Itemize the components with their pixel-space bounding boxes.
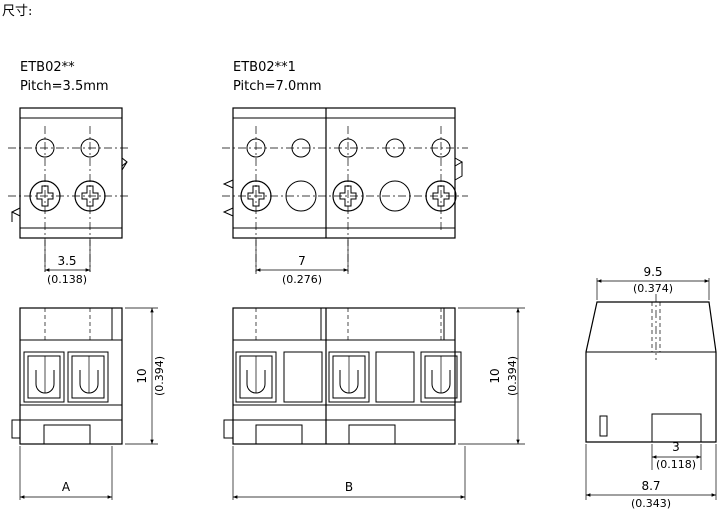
side-slot-mm: 3 xyxy=(672,440,680,454)
wire-hole xyxy=(246,138,266,158)
side-bottom-mm: 8.7 xyxy=(641,479,660,493)
etb02-pitch-label: Pitch=3.5mm xyxy=(20,79,109,94)
etb02-model-label: ETB02** xyxy=(20,60,75,75)
screw-icon xyxy=(240,180,272,212)
etb021-top-view: ETB02**1 Pitch=7.0mm xyxy=(222,60,468,286)
etb021-model-label: ETB02**1 xyxy=(233,60,296,75)
etb021-front-body xyxy=(232,307,456,445)
wire-hole xyxy=(338,138,358,158)
etb021-height-mm: 10 xyxy=(488,368,502,383)
etb021-pitch-mm: 7 xyxy=(298,254,306,268)
etb02-pitch-in: (0.138) xyxy=(47,273,87,286)
page-heading: 尺寸: xyxy=(2,4,32,19)
side-slot-in: (0.118) xyxy=(656,458,696,471)
etb021-top-body xyxy=(232,107,456,239)
etb021-pitch-label: Pitch=7.0mm xyxy=(233,79,322,94)
wire-hole xyxy=(291,138,311,158)
wire-hole xyxy=(431,138,451,158)
etb02-front-body xyxy=(19,307,123,445)
latch-left xyxy=(222,179,234,217)
wire-hole xyxy=(35,138,55,158)
etb02-front-view: 10 (0.394) A xyxy=(11,307,166,500)
side-top-mm: 9.5 xyxy=(643,265,662,279)
latch-right xyxy=(454,157,464,181)
etb02-width-label: A xyxy=(62,480,71,494)
side-body xyxy=(585,301,717,443)
etb02-height-mm: 10 xyxy=(135,368,149,383)
etb02-pitch-mm: 3.5 xyxy=(57,254,76,268)
latch-right xyxy=(121,157,128,171)
wire-hole xyxy=(385,138,405,158)
empty-position xyxy=(285,180,317,212)
screw-icon xyxy=(332,180,364,212)
side-view: 9.5 (0.374) 3 (0.118) 8.7 (0.343) xyxy=(585,265,717,510)
etb021-width-label: B xyxy=(345,480,353,494)
empty-position xyxy=(379,180,411,212)
screw-icon xyxy=(425,180,457,212)
etb021-pitch-in: (0.276) xyxy=(282,273,322,286)
screw-icon xyxy=(74,180,106,212)
etb021-front-view: 10 (0.394) B xyxy=(223,307,525,500)
screw-icon xyxy=(29,180,61,212)
side-bottom-in: (0.343) xyxy=(631,497,671,510)
etb02-top-body xyxy=(19,107,123,239)
side-top-in: (0.374) xyxy=(633,282,673,295)
side-slot xyxy=(651,413,702,443)
wire-hole xyxy=(80,138,100,158)
latch-left xyxy=(10,207,21,222)
etb02-top-view: ETB02** Pitch=3.5mm 3.5 (0.138) xyxy=(8,60,130,286)
etb021-height-in: (0.394) xyxy=(506,356,519,396)
etb02-height-in: (0.394) xyxy=(153,356,166,396)
